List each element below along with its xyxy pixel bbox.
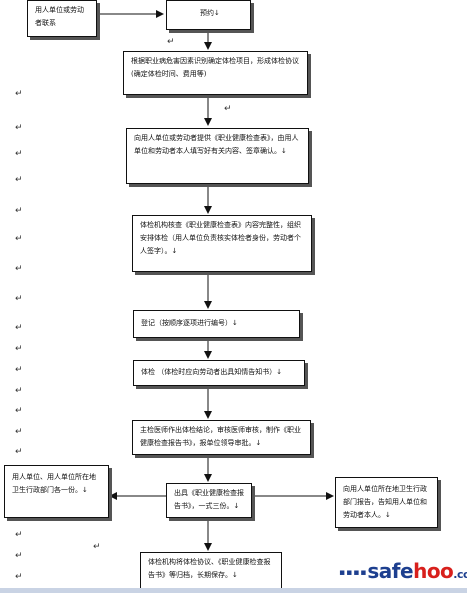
bottom-rule (0, 588, 467, 593)
paragraph-mark: ↵ (15, 294, 23, 304)
archive-text: 体检机构将体检协议、《职业健康检查报告书》等归档，长期保存。↓ (148, 558, 271, 579)
paragraph-mark: ↵ (15, 406, 23, 416)
archive-box: 体检机构将体检协议、《职业健康检查报告书》等归档，长期保存。↓ (140, 552, 282, 592)
paragraph-mark: ↵ (15, 530, 23, 540)
employer-contact-text: 用人单位或劳动者联系 (35, 6, 84, 27)
paragraph-mark: ↵ (15, 175, 23, 185)
left-report-box: 用人单位、用人单位所在地卫生行政部门各一份。↓ (4, 465, 109, 518)
health-form-box: 向用人单位或劳动者提供《职业健康检查表》，由用人单位和劳动者本人填写好有关内容、… (126, 128, 309, 184)
verify-box: 体检机构核查《职业健康检查表》内容完整性，组织安排体检（用人单位负责核实体检者身… (132, 215, 312, 272)
paragraph-mark: ↵ (15, 344, 23, 354)
paragraph-mark: ↵ (15, 123, 23, 133)
health-form-text: 向用人单位或劳动者提供《职业健康检查表》，由用人单位和劳动者本人填写好有关内容、… (134, 134, 299, 155)
logo-com: .com (453, 568, 467, 581)
paragraph-mark: ↵ (15, 234, 23, 244)
right-report-text: 向用人单位所在地卫生行政部门报告，告知用人单位和劳动者本人。↓ (343, 485, 427, 519)
registration-text: 登记（按顺序逐项进行编号）↓ (141, 319, 238, 327)
paragraph-mark: ↵ (15, 323, 23, 333)
paragraph-mark: ↵ (15, 365, 23, 375)
conclusion-box: 主检医师作出体检结论，审核医师审核，制作《职业健康检查报告书》，报单位领导审批。… (132, 420, 311, 455)
paragraph-mark: ↵ (15, 572, 23, 582)
exam-box: 体检 （体检时应向劳动者出具知情告知书）↓ (133, 360, 305, 386)
paragraph-mark: ↵ (15, 551, 23, 561)
paragraph-mark: ↵ (15, 206, 23, 216)
issue-text: 出具《职业健康检查报告书》，一式三份。↓ (174, 489, 244, 510)
paragraph-mark: ↵ (15, 427, 23, 437)
logo-dots: ▪▪▪▪ (339, 568, 368, 578)
paragraph-mark: ↵ (15, 264, 23, 274)
agreement-box: 根据职业病危害因素识别确定体检项目，形成体检协议(确定体检时间、费用等) (123, 51, 308, 95)
right-report-box: 向用人单位所在地卫生行政部门报告，告知用人单位和劳动者本人。↓ (335, 477, 438, 528)
paragraph-mark: ↵ (15, 386, 23, 396)
paragraph-mark: ↵ (93, 542, 101, 552)
employer-contact-box: 用人单位或劳动者联系 (27, 0, 97, 37)
paragraph-mark: ↵ (224, 104, 232, 114)
register-box: 预约↓ (166, 0, 251, 30)
exam-text: 体检 （体检时应向劳动者出具知情告知书）↓ (141, 368, 283, 376)
safehoo-logo: ▪▪▪▪safehoo.com (339, 560, 467, 586)
logo-hoo: hoo (413, 559, 454, 583)
register-text: 预约↓ (200, 9, 220, 17)
agreement-text: 根据职业病危害因素识别确定体检项目，形成体检协议(确定体检时间、费用等) (131, 57, 299, 78)
paragraph-mark: ↵ (15, 89, 23, 99)
paragraph-mark: ↵ (15, 149, 23, 159)
verify-text: 体检机构核查《职业健康检查表》内容完整性，组织安排体检（用人单位负责核实体检者身… (140, 221, 301, 255)
left-report-text: 用人单位、用人单位所在地卫生行政部门各一份。↓ (12, 473, 96, 494)
paragraph-mark: ↵ (15, 447, 23, 457)
logo-safe: safe (367, 559, 414, 583)
paragraph-mark: ↵ (167, 37, 175, 47)
registration-box: 登记（按顺序逐项进行编号）↓ (133, 310, 300, 338)
issue-box: 出具《职业健康检查报告书》，一式三份。↓ (166, 483, 252, 518)
conclusion-text: 主检医师作出体检结论，审核医师审核，制作《职业健康检查报告书》，报单位领导审批。… (140, 426, 301, 447)
